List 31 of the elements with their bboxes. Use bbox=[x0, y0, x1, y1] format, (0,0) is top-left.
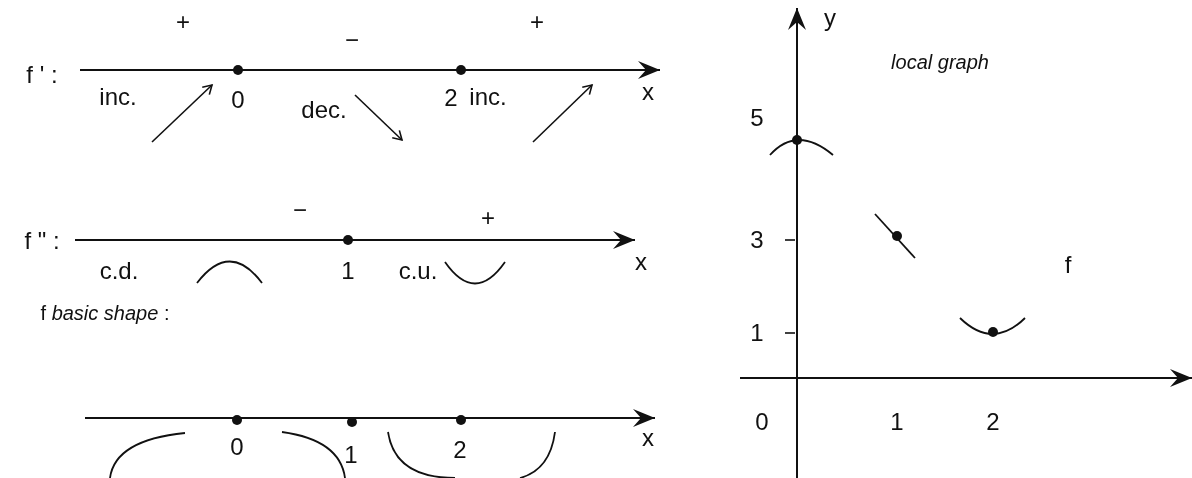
sign-symbol: − bbox=[293, 198, 307, 222]
tick-label: 1 bbox=[890, 410, 904, 434]
critical-value: 0 bbox=[230, 435, 244, 459]
tick-label: 5 bbox=[750, 106, 764, 130]
graph-title: local graph bbox=[891, 52, 989, 72]
axis-label: y bbox=[824, 6, 836, 30]
tick-label: 2 bbox=[986, 410, 1000, 434]
critical-value: 2 bbox=[453, 438, 467, 462]
axis-label: x bbox=[642, 80, 654, 104]
sign-symbol: + bbox=[481, 206, 495, 230]
sign-symbol: − bbox=[345, 28, 359, 52]
interval-label: dec. bbox=[301, 98, 347, 122]
critical-value: 2 bbox=[444, 86, 458, 110]
function-label: f bbox=[1064, 253, 1072, 277]
interval-label: inc. bbox=[469, 85, 507, 109]
function-label: f ' : bbox=[26, 63, 58, 87]
function-label: f basic shape : bbox=[40, 303, 170, 323]
sign-symbol: + bbox=[530, 10, 544, 34]
interval-label: c.d. bbox=[99, 259, 139, 283]
interval-label: inc. bbox=[99, 85, 137, 109]
axis-label: x bbox=[642, 426, 654, 450]
critical-value: 0 bbox=[231, 88, 245, 112]
tick-label: 0 bbox=[755, 410, 769, 434]
tick-label: 1 bbox=[750, 321, 764, 345]
axis-label: x bbox=[635, 250, 647, 274]
critical-value: 1 bbox=[344, 443, 358, 467]
interval-label: c.u. bbox=[398, 259, 438, 283]
sign-symbol: + bbox=[176, 10, 190, 34]
tick-label: 3 bbox=[750, 228, 764, 252]
function-label: f " : bbox=[24, 229, 60, 253]
critical-value: 1 bbox=[341, 259, 355, 283]
